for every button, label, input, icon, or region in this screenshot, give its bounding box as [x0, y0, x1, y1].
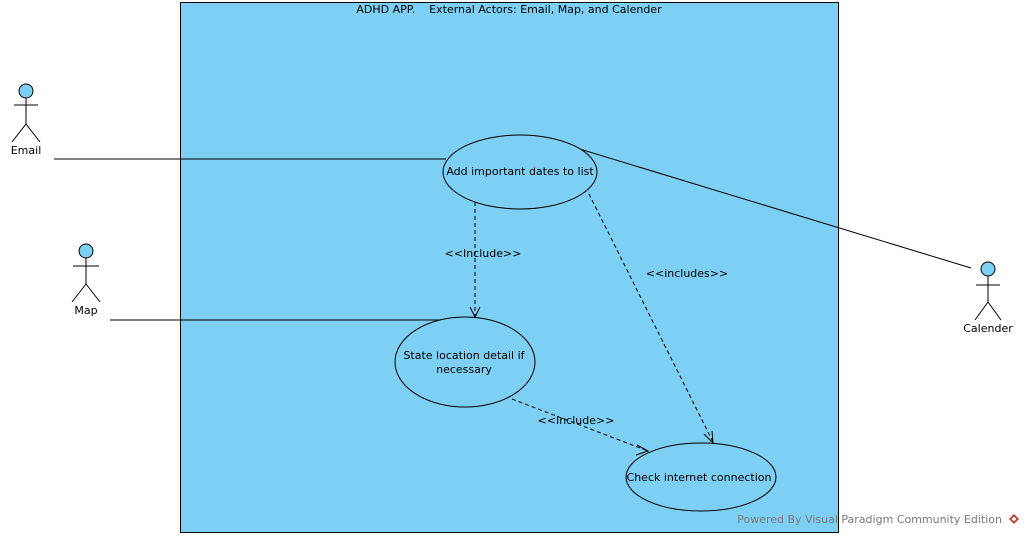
use-case-state-location-detail[interactable]: State location detail if necessary [394, 316, 536, 408]
use-case-add-important-dates[interactable]: Add important dates to list [442, 134, 598, 210]
system-boundary [180, 2, 839, 533]
visual-paradigm-logo-icon [1009, 514, 1019, 524]
actor-label: Calender [963, 322, 1013, 335]
actor-label: Email [11, 144, 42, 157]
include-label-state-location-check-internet: <<Include>> [538, 414, 615, 427]
use-case-label: Add important dates to list [446, 165, 594, 178]
include-label-add-dates-state-location: <<Include>> [445, 247, 522, 260]
stick-figure-icon [974, 261, 1002, 321]
watermark-text: Powered By Visual Paradigm Community Edi… [737, 513, 1002, 526]
use-case-check-internet-connection[interactable]: Check internet connection [625, 442, 777, 512]
association-calender-add-dates [536, 135, 972, 269]
use-case-label-line-2: necessary [436, 363, 492, 376]
system-title: ADHD APP. External Actors: Email, Map, a… [356, 3, 662, 16]
actor-email[interactable]: Email [11, 83, 42, 157]
actor-label: Map [74, 304, 97, 317]
stick-figure-icon [11, 83, 41, 143]
actor-calender[interactable]: Calender [963, 261, 1013, 335]
use-case-label-line-1: State location detail if [403, 349, 525, 362]
use-case-label: Check internet connection [627, 471, 772, 484]
include-label-add-dates-check-internet: <<includes>> [646, 267, 728, 280]
actor-map[interactable]: Map [71, 243, 101, 317]
include-state-location-check-internet [511, 398, 650, 456]
stick-figure-icon [71, 243, 101, 303]
